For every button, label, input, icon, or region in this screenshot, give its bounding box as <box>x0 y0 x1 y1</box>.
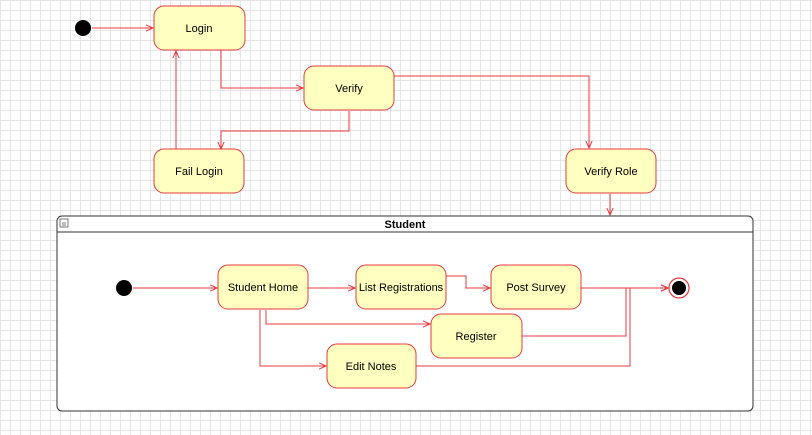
edges-top <box>92 28 610 215</box>
state-post-survey-label: Post Survey <box>506 282 566 294</box>
state-post-survey[interactable]: Post Survey <box>490 264 582 310</box>
state-list-registrations-label: List Registrations <box>359 282 444 294</box>
state-verify[interactable]: Verify <box>303 65 395 111</box>
edge-list-to-survey <box>446 275 490 288</box>
composite-collapse-icon[interactable] <box>59 218 69 228</box>
state-login[interactable]: Login <box>153 5 246 51</box>
edge-home-to-register <box>265 310 430 324</box>
final-node[interactable] <box>668 277 690 299</box>
edges-inner <box>133 275 668 367</box>
state-student-home[interactable]: Student Home <box>217 264 309 310</box>
inner-initial-node[interactable] <box>116 280 132 296</box>
state-student-home-label: Student Home <box>228 282 298 294</box>
edge-verify-to-verify-role <box>394 75 589 148</box>
state-fail-login[interactable]: Fail Login <box>153 148 245 194</box>
state-login-label: Login <box>186 23 213 35</box>
state-register-label: Register <box>456 331 497 343</box>
edge-verify-to-fail-login <box>221 111 350 149</box>
state-register[interactable]: Register <box>430 313 523 359</box>
initial-node[interactable] <box>75 20 91 36</box>
state-edit-notes-label: Edit Notes <box>346 361 397 373</box>
edge-home-to-edit-notes <box>259 310 326 366</box>
state-verify-label: Verify <box>335 83 363 95</box>
edge-login-to-verify <box>220 50 303 88</box>
state-fail-login-label: Fail Login <box>175 166 223 178</box>
edge-edit-notes-to-final <box>416 288 668 367</box>
state-list-registrations[interactable]: List Registrations <box>355 264 447 310</box>
state-edit-notes[interactable]: Edit Notes <box>326 343 417 389</box>
composite-title: Student <box>385 219 426 231</box>
state-verify-role[interactable]: Verify Role <box>565 148 657 194</box>
state-verify-role-label: Verify Role <box>584 166 637 178</box>
